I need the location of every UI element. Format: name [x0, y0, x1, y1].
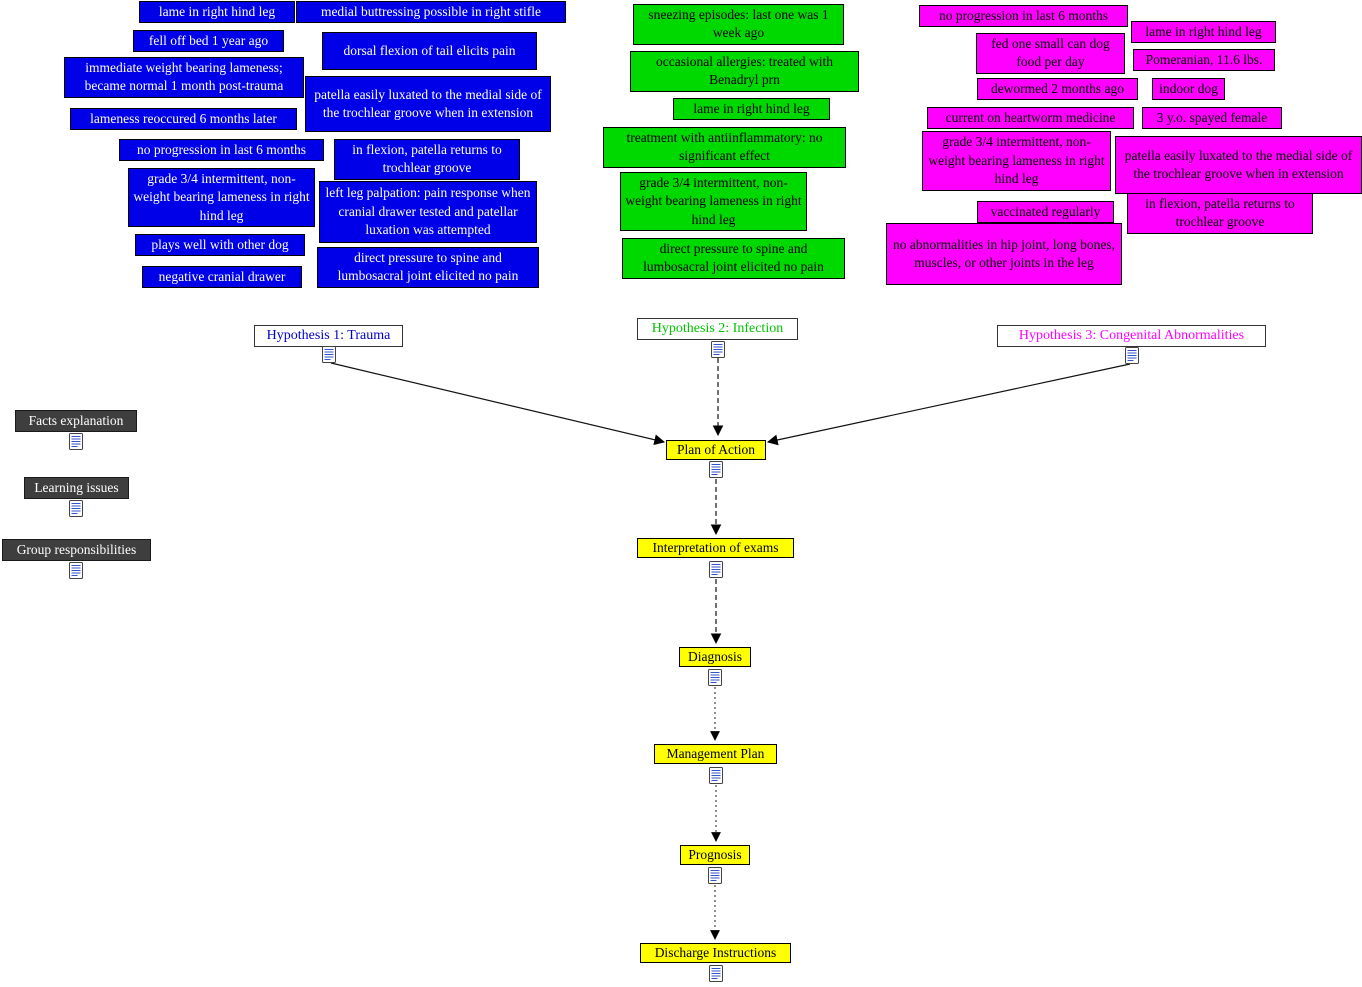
document-icon[interactable]: [709, 767, 723, 784]
fact-box-congenital[interactable]: grade 3/4 intermittent, non-weight beari…: [922, 131, 1111, 191]
fact-box-infection[interactable]: lame in right hind leg: [673, 98, 830, 121]
fact-box-infection[interactable]: grade 3/4 intermittent, non-weight beari…: [620, 172, 807, 232]
fact-box-trauma[interactable]: patella easily luxated to the medial sid…: [305, 76, 551, 132]
flow-step-prognosis[interactable]: Prognosis: [680, 845, 750, 865]
document-icon[interactable]: [708, 867, 722, 884]
fact-box-trauma[interactable]: lame in right hind leg: [139, 1, 295, 24]
fact-box-trauma[interactable]: plays well with other dog: [135, 234, 305, 257]
fact-box-congenital[interactable]: no abnormalities in hip joint, long bone…: [886, 223, 1122, 285]
fact-box-congenital[interactable]: Pomeranian, 11.6 lbs.: [1133, 49, 1275, 72]
fact-box-trauma[interactable]: direct pressure to spine and lumbosacral…: [317, 247, 539, 288]
hypothesis-3-node[interactable]: Hypothesis 3: Congenital Abnormalities: [997, 325, 1266, 347]
document-icon[interactable]: [69, 562, 83, 579]
flow-step-discharge-instructions[interactable]: Discharge Instructions: [640, 943, 791, 963]
sidebar-item-learning-issues[interactable]: Learning issues: [24, 477, 129, 499]
fact-box-trauma[interactable]: fell off bed 1 year ago: [133, 30, 284, 53]
fact-box-congenital[interactable]: vaccinated regularly: [977, 201, 1114, 224]
fact-box-trauma[interactable]: medial buttressing possible in right sti…: [296, 1, 566, 24]
fact-box-congenital[interactable]: fed one small can dog food per day: [976, 33, 1125, 74]
document-icon[interactable]: [708, 669, 722, 686]
flow-step-diagnosis[interactable]: Diagnosis: [679, 647, 751, 667]
fact-box-infection[interactable]: treatment with antiinflammatory: no sign…: [603, 127, 846, 168]
fact-box-trauma[interactable]: left leg palpation: pain response when c…: [319, 181, 537, 243]
document-icon[interactable]: [711, 341, 725, 358]
flow-step-interpretation-of-exams[interactable]: Interpretation of exams: [637, 538, 794, 558]
document-icon[interactable]: [69, 500, 83, 517]
document-icon[interactable]: [322, 346, 336, 363]
fact-box-infection[interactable]: occasional allergies: treated with Benad…: [630, 51, 859, 92]
sidebar-item-facts-explanation[interactable]: Facts explanation: [15, 410, 137, 432]
fact-box-trauma[interactable]: grade 3/4 intermittent, non-weight beari…: [128, 168, 315, 228]
document-icon[interactable]: [709, 965, 723, 982]
fact-box-congenital[interactable]: no progression in last 6 months: [919, 5, 1128, 28]
fact-box-congenital[interactable]: patella easily luxated to the medial sid…: [1115, 136, 1362, 194]
document-icon[interactable]: [709, 561, 723, 578]
document-icon[interactable]: [1125, 347, 1139, 364]
document-icon[interactable]: [69, 433, 83, 450]
fact-box-trauma[interactable]: no progression in last 6 months: [119, 139, 324, 162]
flow-step-management-plan[interactable]: Management Plan: [654, 744, 777, 764]
fact-box-trauma[interactable]: dorsal flexion of tail elicits pain: [322, 32, 537, 70]
fact-box-congenital[interactable]: current on heartworm medicine: [927, 107, 1134, 130]
flow-step-plan-of-action[interactable]: Plan of Action: [666, 440, 766, 460]
hypothesis-1-node[interactable]: Hypothesis 1: Trauma: [254, 325, 403, 347]
sidebar-item-group-responsibilities[interactable]: Group responsibilities: [2, 539, 151, 561]
fact-box-congenital[interactable]: in flexion, patella returns to trochlear…: [1127, 193, 1313, 234]
fact-box-trauma[interactable]: negative cranial drawer: [142, 266, 302, 289]
document-icon[interactable]: [709, 461, 723, 478]
fact-box-congenital[interactable]: 3 y.o. spayed female: [1142, 107, 1282, 130]
fact-box-congenital[interactable]: dewormed 2 months ago: [977, 78, 1138, 101]
fact-box-trauma[interactable]: immediate weight bearing lameness; becam…: [64, 57, 304, 98]
fact-box-trauma[interactable]: lameness reoccured 6 months later: [70, 108, 297, 131]
fact-box-infection[interactable]: direct pressure to spine and lumbosacral…: [622, 238, 845, 279]
fact-box-congenital[interactable]: lame in right hind leg: [1131, 21, 1276, 44]
fact-box-congenital[interactable]: indoor dog: [1152, 78, 1225, 101]
fact-box-trauma[interactable]: in flexion, patella returns to trochlear…: [334, 139, 520, 180]
fact-box-infection[interactable]: sneezing episodes: last one was 1 week a…: [633, 4, 844, 45]
hypothesis-2-node[interactable]: Hypothesis 2: Infection: [637, 318, 798, 340]
